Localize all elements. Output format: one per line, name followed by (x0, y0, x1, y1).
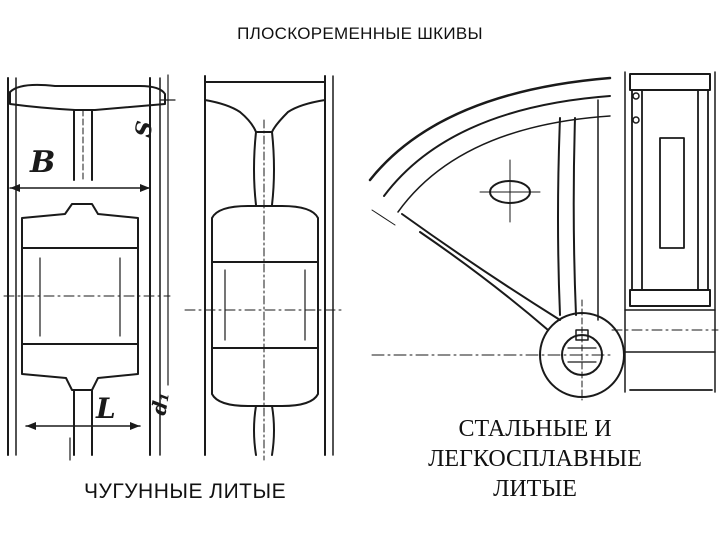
hub-length-label: L (95, 392, 116, 425)
bore-2 (211, 261, 319, 349)
width-label: B (29, 145, 55, 180)
rim-section-3 (629, 73, 711, 91)
hub-lower (21, 343, 139, 391)
rim-thickness-label: S (130, 119, 158, 139)
diameter-label: d₁ (146, 390, 174, 417)
hub-upper-2 (211, 205, 319, 263)
hub-upper-3 (629, 289, 711, 307)
spoke-slot (659, 137, 685, 249)
cast-iron-pulley-section: B S L d₁ (3, 74, 176, 461)
cast-iron-caption: ЧУГУННЫЕ ЛИТЫЕ (84, 480, 287, 503)
hub-upper (21, 203, 139, 249)
page-title: ПЛОСКОРЕМЕННЫЕ ШКИВЫ (237, 24, 483, 43)
hub-lower-2 (211, 347, 319, 407)
rim-section-2 (204, 81, 326, 133)
steel-caption: СТАЛЬНЫЕ И ЛЕГКОСПЛАВНЫЕ ЛИТЫЕ (410, 414, 660, 504)
cast-iron-pulley-web-section (184, 75, 346, 461)
steel-caption-line-3: ЛИТЫЕ (493, 476, 577, 502)
steel-pulley-section (611, 71, 719, 393)
steel-pulley-front-view (368, 76, 625, 401)
steel-caption-line-2: ЛЕГКОСПЛАВНЫЕ (428, 446, 642, 472)
rim-section (9, 83, 166, 111)
steel-caption-line-1: СТАЛЬНЫЕ И (458, 416, 612, 442)
